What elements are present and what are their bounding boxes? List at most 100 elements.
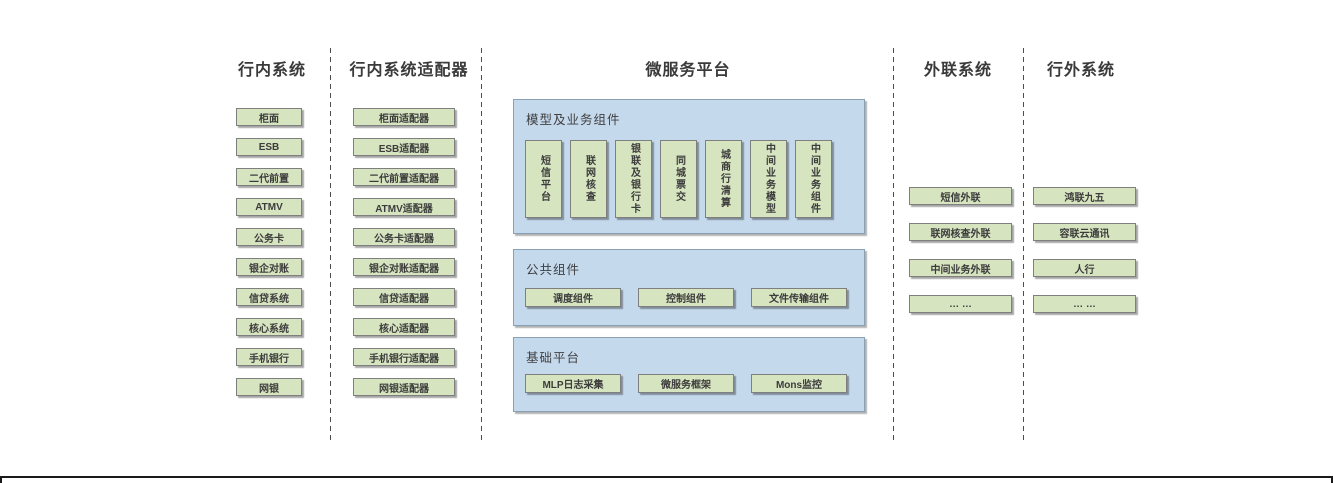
model-component-box: 银联及银行卡 <box>615 140 652 218</box>
internal-system-box: 公务卡 <box>236 228 302 246</box>
adapter-box: 银企对账适配器 <box>353 258 455 276</box>
outside-system-box: 人行 <box>1033 259 1136 277</box>
outside-system-label: 容联云通讯 <box>1059 228 1110 240</box>
common-components-list: 调度组件 控制组件 文件传输组件 <box>525 288 847 307</box>
common-component-box: 控制组件 <box>638 288 734 307</box>
outside-system-label: 人行 <box>1074 264 1095 276</box>
internal-system-label: 手机银行 <box>249 353 289 365</box>
external-system-label: 短信外联 <box>940 192 981 204</box>
model-component-box: 同城票交 <box>660 140 697 218</box>
model-component-label: 银联及银行卡 <box>628 143 640 215</box>
adapter-label: 核心适配器 <box>379 323 429 335</box>
common-component-label: 控制组件 <box>666 294 706 305</box>
common-component-box: 调度组件 <box>525 288 621 307</box>
external-system-box: 中间业务外联 <box>909 259 1012 277</box>
external-system-label: 中间业务外联 <box>930 264 991 276</box>
lane-separator-dashed-line <box>893 48 894 443</box>
internal-system-box: 二代前置 <box>236 168 302 186</box>
model-component-box: 城商行清算 <box>705 140 742 218</box>
base-platform-box: MLP日志采集 <box>525 374 621 393</box>
adapter-label: 二代前置适配器 <box>369 173 439 185</box>
lane-separator-dashed-line <box>330 48 331 443</box>
adapter-label: 手机银行适配器 <box>369 353 439 365</box>
panel-model-business-components: 模型及业务组件 短信平台 联网核查 银联及银行卡 同城票交 城商行清算 中间业务… <box>513 99 865 234</box>
external-system-label: 联网核查外联 <box>930 228 991 240</box>
adapter-label: 公务卡适配器 <box>374 233 434 245</box>
common-component-box: 文件传输组件 <box>751 288 847 307</box>
base-platform-label: Mons监控 <box>775 380 823 391</box>
adapter-box: 核心适配器 <box>353 318 455 336</box>
internal-system-label: ATMV <box>255 201 283 213</box>
model-component-label: 同城票交 <box>673 155 685 203</box>
internal-system-box: 网银 <box>236 378 302 396</box>
adapter-box: ATMV适配器 <box>353 198 455 216</box>
adapter-box: 二代前置适配器 <box>353 168 455 186</box>
internal-system-label: 二代前置 <box>249 173 289 185</box>
external-system-box: … … <box>909 295 1012 313</box>
model-component-box: 短信平台 <box>525 140 562 218</box>
lane-title-microservice-platform: 微服务平台 <box>645 62 731 79</box>
lane-title-external-link-systems: 外联系统 <box>923 62 993 79</box>
page-border <box>0 476 1333 483</box>
base-platform-list: MLP日志采集 微服务框架 Mons监控 <box>525 374 847 393</box>
outside-system-box: … … <box>1033 295 1136 313</box>
adapter-label: 银企对账适配器 <box>369 263 439 275</box>
lane-title-internal-systems: 行内系统 <box>237 62 307 79</box>
internal-system-label: 网银 <box>259 383 279 395</box>
panel-base-platform: 基础平台 MLP日志采集 微服务框架 Mons监控 <box>513 337 865 412</box>
external-systems-list: 短信外联 联网核查外联 中间业务外联 … … <box>909 187 1012 313</box>
external-system-box: 联网核查外联 <box>909 223 1012 241</box>
external-system-box: 短信外联 <box>909 187 1012 205</box>
adapter-box: ESB适配器 <box>353 138 455 156</box>
internal-systems-list: 柜面 ESB 二代前置 ATMV 公务卡 银企对账 信贷系统 核心系统 手机银行… <box>236 108 302 396</box>
adapter-label: 信贷适配器 <box>379 293 429 305</box>
adapter-box: 柜面适配器 <box>353 108 455 126</box>
adapter-label: ATMV适配器 <box>375 203 433 215</box>
internal-system-box: 手机银行 <box>236 348 302 366</box>
external-system-label: … … <box>949 298 972 310</box>
adapter-box: 网银适配器 <box>353 378 455 396</box>
model-component-label: 城商行清算 <box>718 149 730 209</box>
internal-system-box: ESB <box>236 138 302 156</box>
internal-system-label: 核心系统 <box>249 323 289 335</box>
panel-title: 基础平台 <box>526 351 581 365</box>
internal-system-label: 柜面 <box>259 113 279 125</box>
model-component-label: 中间业务组件 <box>808 143 820 215</box>
outside-system-label: 鸿联九五 <box>1064 192 1105 204</box>
adapter-label: ESB适配器 <box>378 143 430 155</box>
common-component-label: 调度组件 <box>553 294 593 305</box>
outside-system-box: 鸿联九五 <box>1033 187 1136 205</box>
model-component-label: 联网核查 <box>583 155 595 203</box>
panel-title: 模型及业务组件 <box>526 113 621 127</box>
adapter-label: 柜面适配器 <box>379 113 429 125</box>
internal-system-box: 银企对账 <box>236 258 302 276</box>
lane-separator-dashed-line <box>481 48 482 443</box>
base-platform-box: 微服务框架 <box>638 374 734 393</box>
internal-system-box: 柜面 <box>236 108 302 126</box>
adapter-box: 公务卡适配器 <box>353 228 455 246</box>
adapter-box: 手机银行适配器 <box>353 348 455 366</box>
model-component-label: 中间业务模型 <box>763 143 775 215</box>
internal-system-box: ATMV <box>236 198 302 216</box>
model-component-box: 中间业务组件 <box>795 140 832 218</box>
base-platform-label: MLP日志采集 <box>542 380 604 391</box>
model-components-list: 短信平台 联网核查 银联及银行卡 同城票交 城商行清算 中间业务模型 中间业务组… <box>525 140 832 218</box>
base-platform-label: 微服务框架 <box>661 380 711 391</box>
internal-adapters-list: 柜面适配器 ESB适配器 二代前置适配器 ATMV适配器 公务卡适配器 银企对账… <box>353 108 455 396</box>
adapter-box: 信贷适配器 <box>353 288 455 306</box>
internal-system-label: 公务卡 <box>254 233 284 245</box>
lane-separator-dashed-line <box>1023 48 1024 443</box>
model-component-box: 中间业务模型 <box>750 140 787 218</box>
internal-system-box: 核心系统 <box>236 318 302 336</box>
panel-title: 公共组件 <box>526 263 581 277</box>
model-component-label: 短信平台 <box>538 155 550 203</box>
adapter-label: 网银适配器 <box>379 383 429 395</box>
lane-title-internal-adapters: 行内系统适配器 <box>349 62 469 79</box>
internal-system-label: 银企对账 <box>249 263 289 275</box>
model-component-box: 联网核查 <box>570 140 607 218</box>
internal-system-box: 信贷系统 <box>236 288 302 306</box>
panel-common-components: 公共组件 调度组件 控制组件 文件传输组件 <box>513 249 865 326</box>
lane-title-outside-systems: 行外系统 <box>1046 62 1116 79</box>
internal-system-label: ESB <box>258 141 280 153</box>
